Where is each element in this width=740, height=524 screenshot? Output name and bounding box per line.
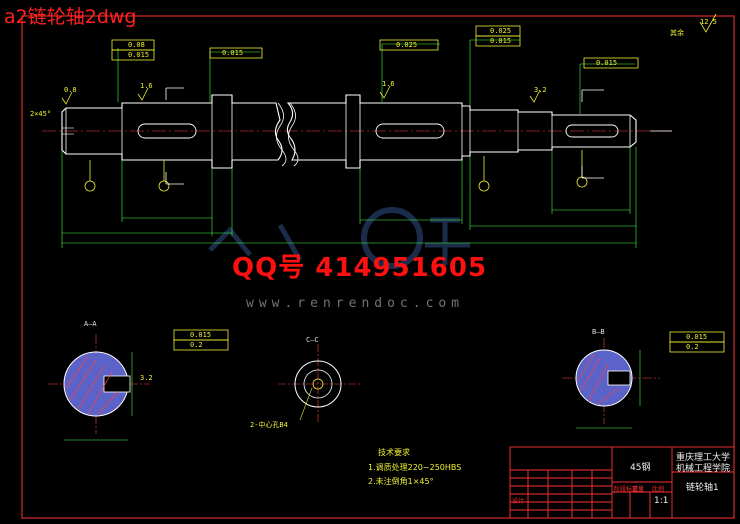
sec-a-tol1: 0.015 bbox=[190, 331, 212, 339]
tolerance-frames bbox=[111, 25, 725, 353]
tb-cell-weight: 重量 bbox=[632, 486, 645, 493]
roughness-symbols bbox=[61, 13, 717, 105]
center-hole-note: 2-中心孔B4 bbox=[250, 421, 288, 429]
section-a-view bbox=[48, 334, 150, 441]
tol-c2: 0.025 bbox=[490, 27, 512, 35]
tech-notes-heading: 技术要求 bbox=[378, 448, 410, 457]
scale-value: 1:1 bbox=[654, 496, 669, 506]
shaft-outline bbox=[61, 94, 283, 169]
tb-cell-designer: 设计 bbox=[512, 498, 525, 505]
school-name: 重庆理工大学 bbox=[676, 453, 731, 463]
tol-b1: 0.015 bbox=[222, 49, 244, 57]
department-name: 机械工程学院 bbox=[676, 464, 731, 474]
title-block-lines bbox=[509, 446, 735, 519]
center-hole-view bbox=[278, 344, 360, 424]
keyway-left bbox=[137, 123, 197, 139]
sec-a-tol2: 0.2 bbox=[190, 341, 203, 349]
roughness-r1: 0.8 bbox=[64, 86, 77, 94]
roughness-r3: 1.6 bbox=[382, 80, 395, 88]
section-a-label: A—A bbox=[84, 320, 97, 328]
keyway-right bbox=[565, 124, 619, 138]
drawing-frame bbox=[21, 15, 735, 519]
file-title: a2链轮轴2dwg bbox=[4, 6, 137, 28]
tol-d1: 0.015 bbox=[596, 59, 618, 67]
qq-watermark: QQ号 414951605 bbox=[232, 253, 488, 283]
tb-cell-stage: 阶段标记 bbox=[614, 486, 639, 493]
material-label: 45钢 bbox=[630, 463, 651, 473]
tech-notes-line2: 2.未注倒角1×45° bbox=[368, 477, 434, 486]
section-b-view bbox=[562, 338, 660, 429]
tech-notes-line1: 1.调质处理220~250HBS bbox=[368, 463, 462, 472]
section-arrows bbox=[165, 87, 672, 185]
roughness-r2: 1.6 bbox=[140, 82, 153, 90]
main-dimensions bbox=[61, 39, 637, 248]
tb-cell-scale: 比例 bbox=[652, 486, 665, 493]
roughness-r4: 3.2 bbox=[534, 86, 547, 94]
roughness-other-label: 其余 bbox=[670, 29, 684, 37]
shaft-main-view bbox=[42, 94, 672, 169]
tol-a2: 0.015 bbox=[128, 51, 150, 59]
roughness-corner-value: 12.5 bbox=[700, 18, 717, 26]
tol-c3: 0.015 bbox=[490, 37, 512, 45]
tol-c1: 0.025 bbox=[396, 41, 418, 49]
site-watermark: www.renrendoc.com bbox=[246, 296, 465, 311]
part-name: 链轮轴1 bbox=[686, 483, 719, 493]
roughness-r5: 3.2 bbox=[140, 374, 153, 382]
keyway-middle bbox=[375, 123, 445, 139]
center-view-label: C—C bbox=[306, 336, 319, 344]
tol-a1: 0.08 bbox=[128, 41, 145, 49]
chamfer-dim: 2×45° bbox=[30, 110, 52, 118]
sec-c-tol2: 0.2 bbox=[686, 343, 699, 351]
section-b-label: B—B bbox=[592, 328, 605, 336]
sec-c-tol1: 0.015 bbox=[686, 333, 708, 341]
datum-markers bbox=[84, 150, 588, 192]
